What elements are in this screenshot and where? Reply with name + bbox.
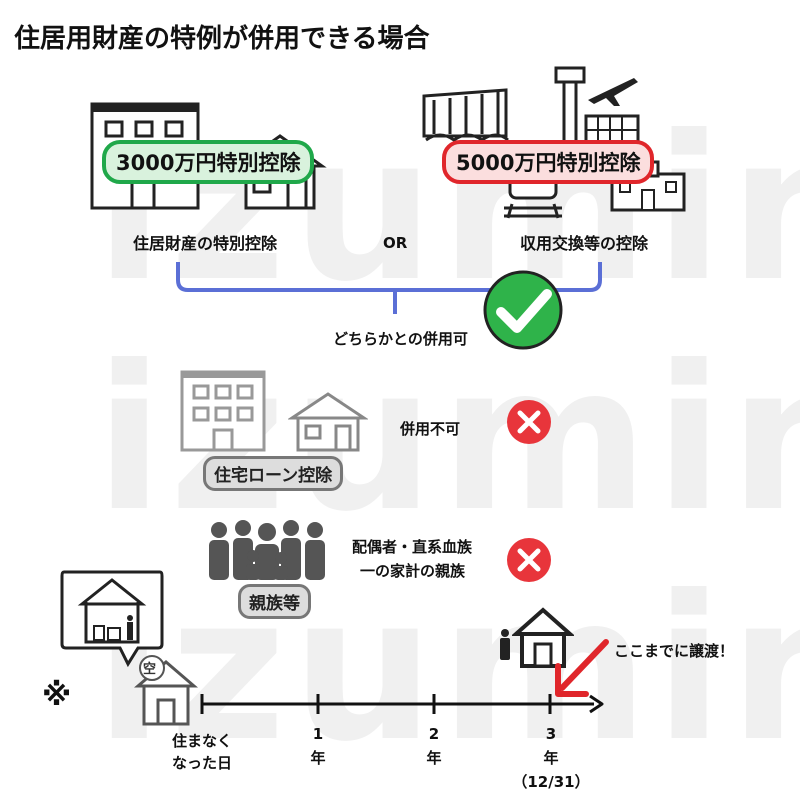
school-building-icon (610, 160, 686, 212)
tick-label-year1: 1 年 (302, 722, 334, 770)
label-expropriation-deduction: 収用交換等の控除 (520, 234, 649, 253)
tick-1-number: 1 (312, 725, 324, 743)
tick-label-year3: 3 年 （12/31） (506, 722, 596, 794)
badge-relatives: 親族等 (238, 584, 311, 619)
person-icon (500, 629, 510, 660)
apartment-building-gray-icon (180, 370, 266, 452)
badge-3000-special-deduction: 3000万円特別控除 (102, 140, 315, 184)
tick-3-date: （12/31） (512, 773, 590, 791)
label-combinable: どちらかとの併用可 (333, 330, 468, 348)
label-not-combinable: 併用不可 (400, 420, 461, 438)
badge-5000-special-deduction: 5000万円特別控除 (442, 140, 655, 184)
label-or: OR (383, 234, 408, 252)
page-title: 住居用財産の特例が併用できる場合 (14, 24, 430, 54)
tick-2-number: 2 (428, 725, 440, 743)
tick-2-unit: 年 (426, 749, 442, 767)
airplane-icon (588, 78, 638, 106)
tick-3-number: 3 (545, 725, 557, 743)
red-arrow-icon (555, 639, 609, 697)
family-group-icon (209, 520, 325, 580)
cross-mark-icon-2 (507, 538, 551, 582)
terminal-building-icon (584, 114, 640, 148)
label-transfer-deadline: ここまでに譲渡！ (614, 642, 735, 660)
vacant-house-icon (134, 655, 198, 726)
tick-start-line1: 住まなく (171, 732, 232, 750)
timeline-axis (200, 694, 604, 714)
note-mark: ※ (42, 678, 72, 713)
label-residential-deduction: 住居財産の特別控除 (133, 234, 278, 253)
badge-housing-loan-deduction: 住宅ローン控除 (203, 456, 344, 491)
watermark-3: izumin (95, 553, 800, 786)
house-gray-icon (288, 392, 368, 452)
dam-icon (422, 88, 509, 142)
house-outline-icon (512, 607, 574, 668)
tick-label-start: 住まなく なった日 (162, 730, 242, 774)
label-spouse-lineal: 配偶者・直系血族 (352, 538, 473, 556)
tick-3-unit: 年 (543, 749, 559, 767)
control-tower-icon (554, 66, 586, 144)
label-same-household: 一の家計の親族 (360, 562, 466, 580)
home-interior-bubble-icon (60, 570, 164, 668)
vacant-marker: 空 (143, 662, 157, 677)
tick-start-line2: なった日 (171, 754, 232, 772)
tick-label-year2: 2 年 (418, 722, 450, 770)
cross-mark-icon (507, 400, 551, 444)
check-mark-icon (483, 270, 563, 350)
tick-1-unit: 年 (310, 749, 326, 767)
combine-bracket (176, 262, 602, 314)
